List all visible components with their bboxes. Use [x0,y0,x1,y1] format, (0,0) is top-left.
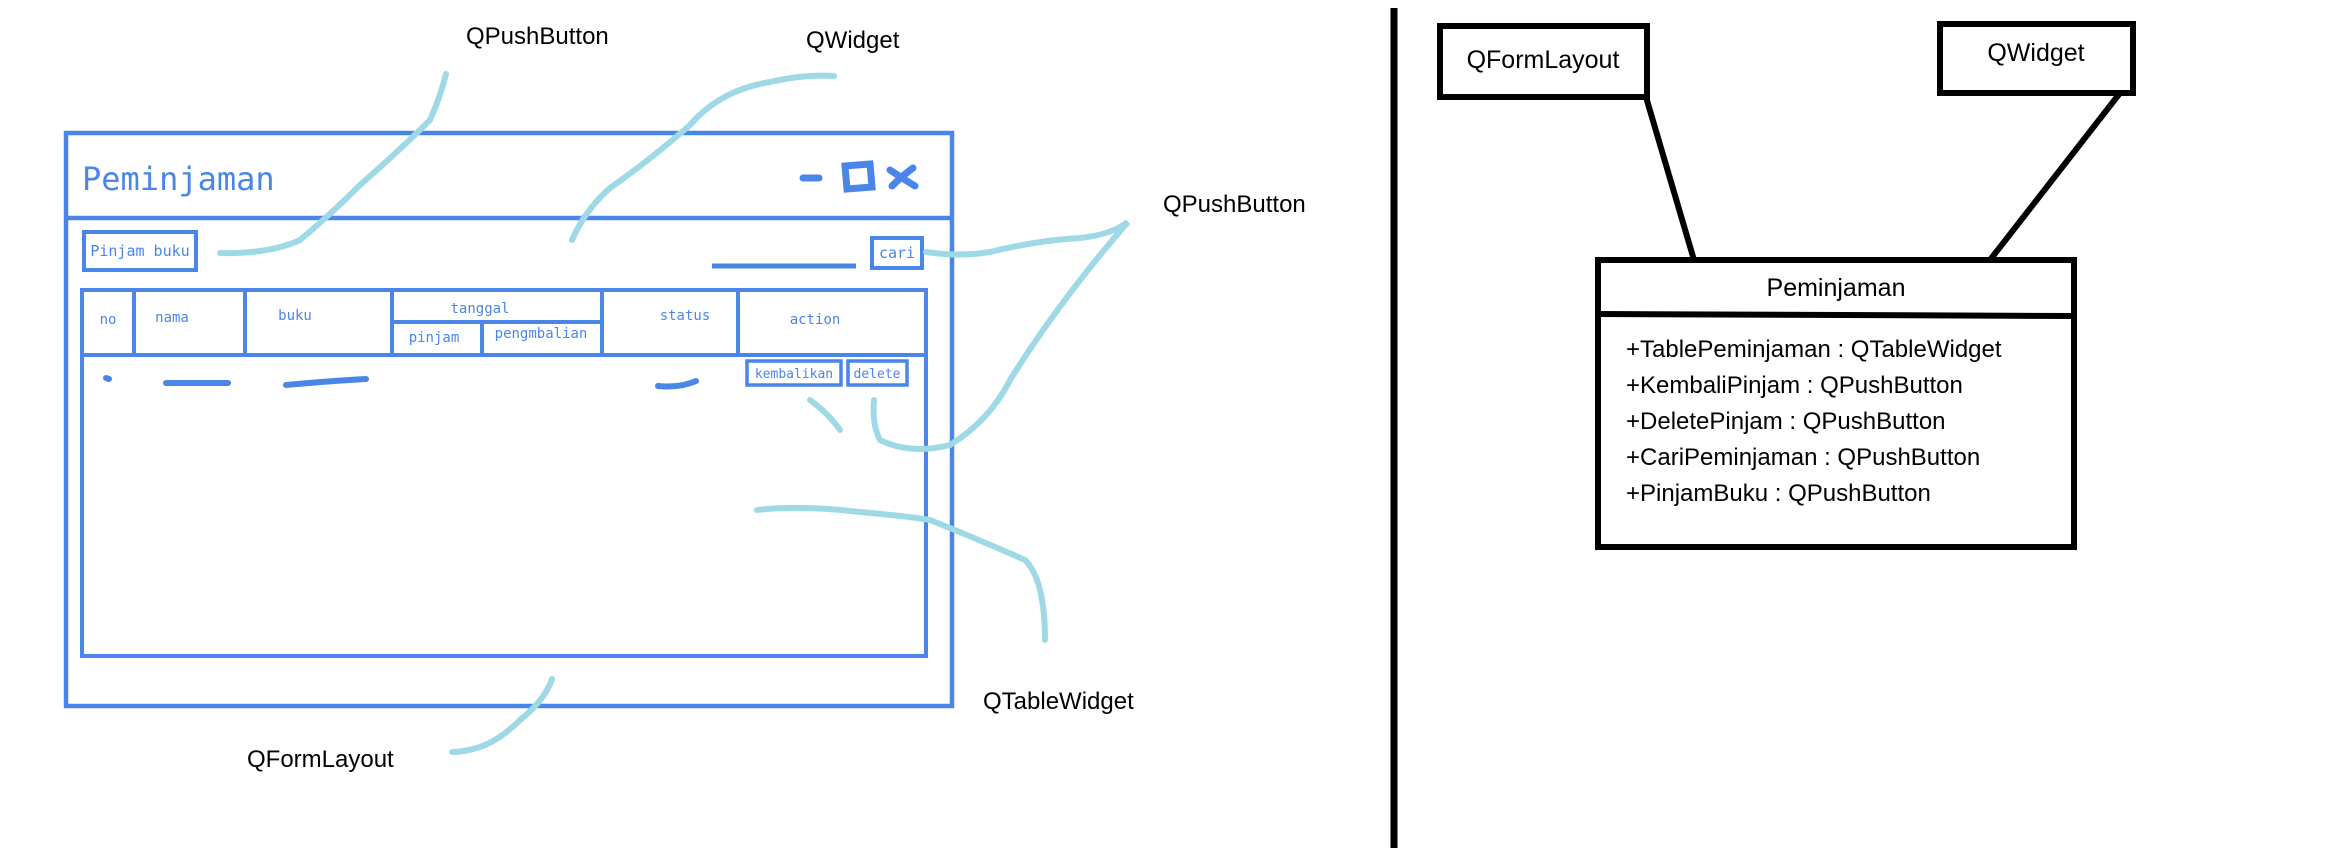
kembalikan-button[interactable]: kembalikan [745,359,843,387]
header-buku: buku [278,308,312,324]
header-action: action [790,312,841,328]
header-status: status [660,308,711,324]
row-no-placeholder [103,375,112,382]
row-buku-placeholder [283,376,369,388]
qwidget-top-label: QWidget [806,27,900,54]
qpushbutton-top-connector [217,71,449,257]
kembalikan-label: kembalikan [755,367,833,382]
peminjaman-table[interactable] [80,288,928,658]
delete-label: delete [854,367,901,382]
qpushbutton-right-connector-2 [807,397,843,433]
header-tanggal: tanggal [450,301,509,317]
window-controls[interactable] [799,160,919,193]
header-pengmbalian: pengmbalian [495,326,588,342]
uml-attribute: +TablePeminjaman : QTableWidget [1626,336,2002,363]
qpushbutton-right-label: QPushButton [1163,191,1306,218]
header-nama: nama [155,310,189,326]
pinjam-buku-label: Pinjam buku [90,242,189,260]
annotation-labels: QPushButton QWidget QPushButton QTableWi… [247,23,1306,773]
qformlayout-connector [449,676,555,755]
qtablewidget-label: QTableWidget [983,688,1134,715]
qpushbutton-top-label: QPushButton [466,23,609,50]
window-title: Peminjaman [82,160,275,198]
uml-qformlayout-label: QFormLayout [1467,46,1620,74]
uml-qwidget-box [1937,21,2136,96]
maximize-icon[interactable] [841,160,876,193]
uml-text: QFormLayout QWidget Peminjaman +TablePem… [1467,39,2085,507]
table-frame [80,288,928,658]
uml-qformlayout-box [1437,23,1650,100]
qpushbutton-right-connector [870,219,1131,452]
header-pinjam: pinjam [409,330,460,346]
qformlayout-label: QFormLayout [247,746,394,773]
qtablewidget-connector [754,504,1048,643]
uml-attribute: +KembaliPinjam : QPushButton [1626,372,1963,399]
table-row[interactable] [103,375,699,390]
annotation-connectors [217,71,1131,755]
uml-qwidget-label: QWidget [1987,39,2084,67]
delete-button[interactable]: delete [846,359,909,387]
pinjam-buku-button[interactable]: Pinjam buku [82,230,198,272]
uml-class-divider [1597,311,2075,319]
uml-link-qformlayout [1643,96,1697,261]
uml-peminjaman-class-box [1595,257,2077,550]
uml-attribute: +CariPeminjaman : QPushButton [1626,444,1980,471]
table-header: no nama buku tanggal pinjam pengmbalian … [100,301,841,346]
close-icon[interactable] [886,164,919,190]
qwidget-top-connector [569,72,837,243]
window-mockup [63,130,955,709]
uml-diagram [1437,21,2136,550]
row-status-placeholder [655,378,699,390]
uml-attribute: +DeletePinjam : QPushButton [1626,408,1946,435]
uml-link-qwidget [1987,91,2123,262]
uml-attribute: +PinjamBuku : QPushButton [1626,480,1931,507]
cari-button[interactable]: cari [870,236,924,270]
window-frame [63,130,955,709]
uml-class-name: Peminjaman [1767,274,1906,302]
header-no: no [100,312,117,328]
cari-label: cari [879,244,915,262]
